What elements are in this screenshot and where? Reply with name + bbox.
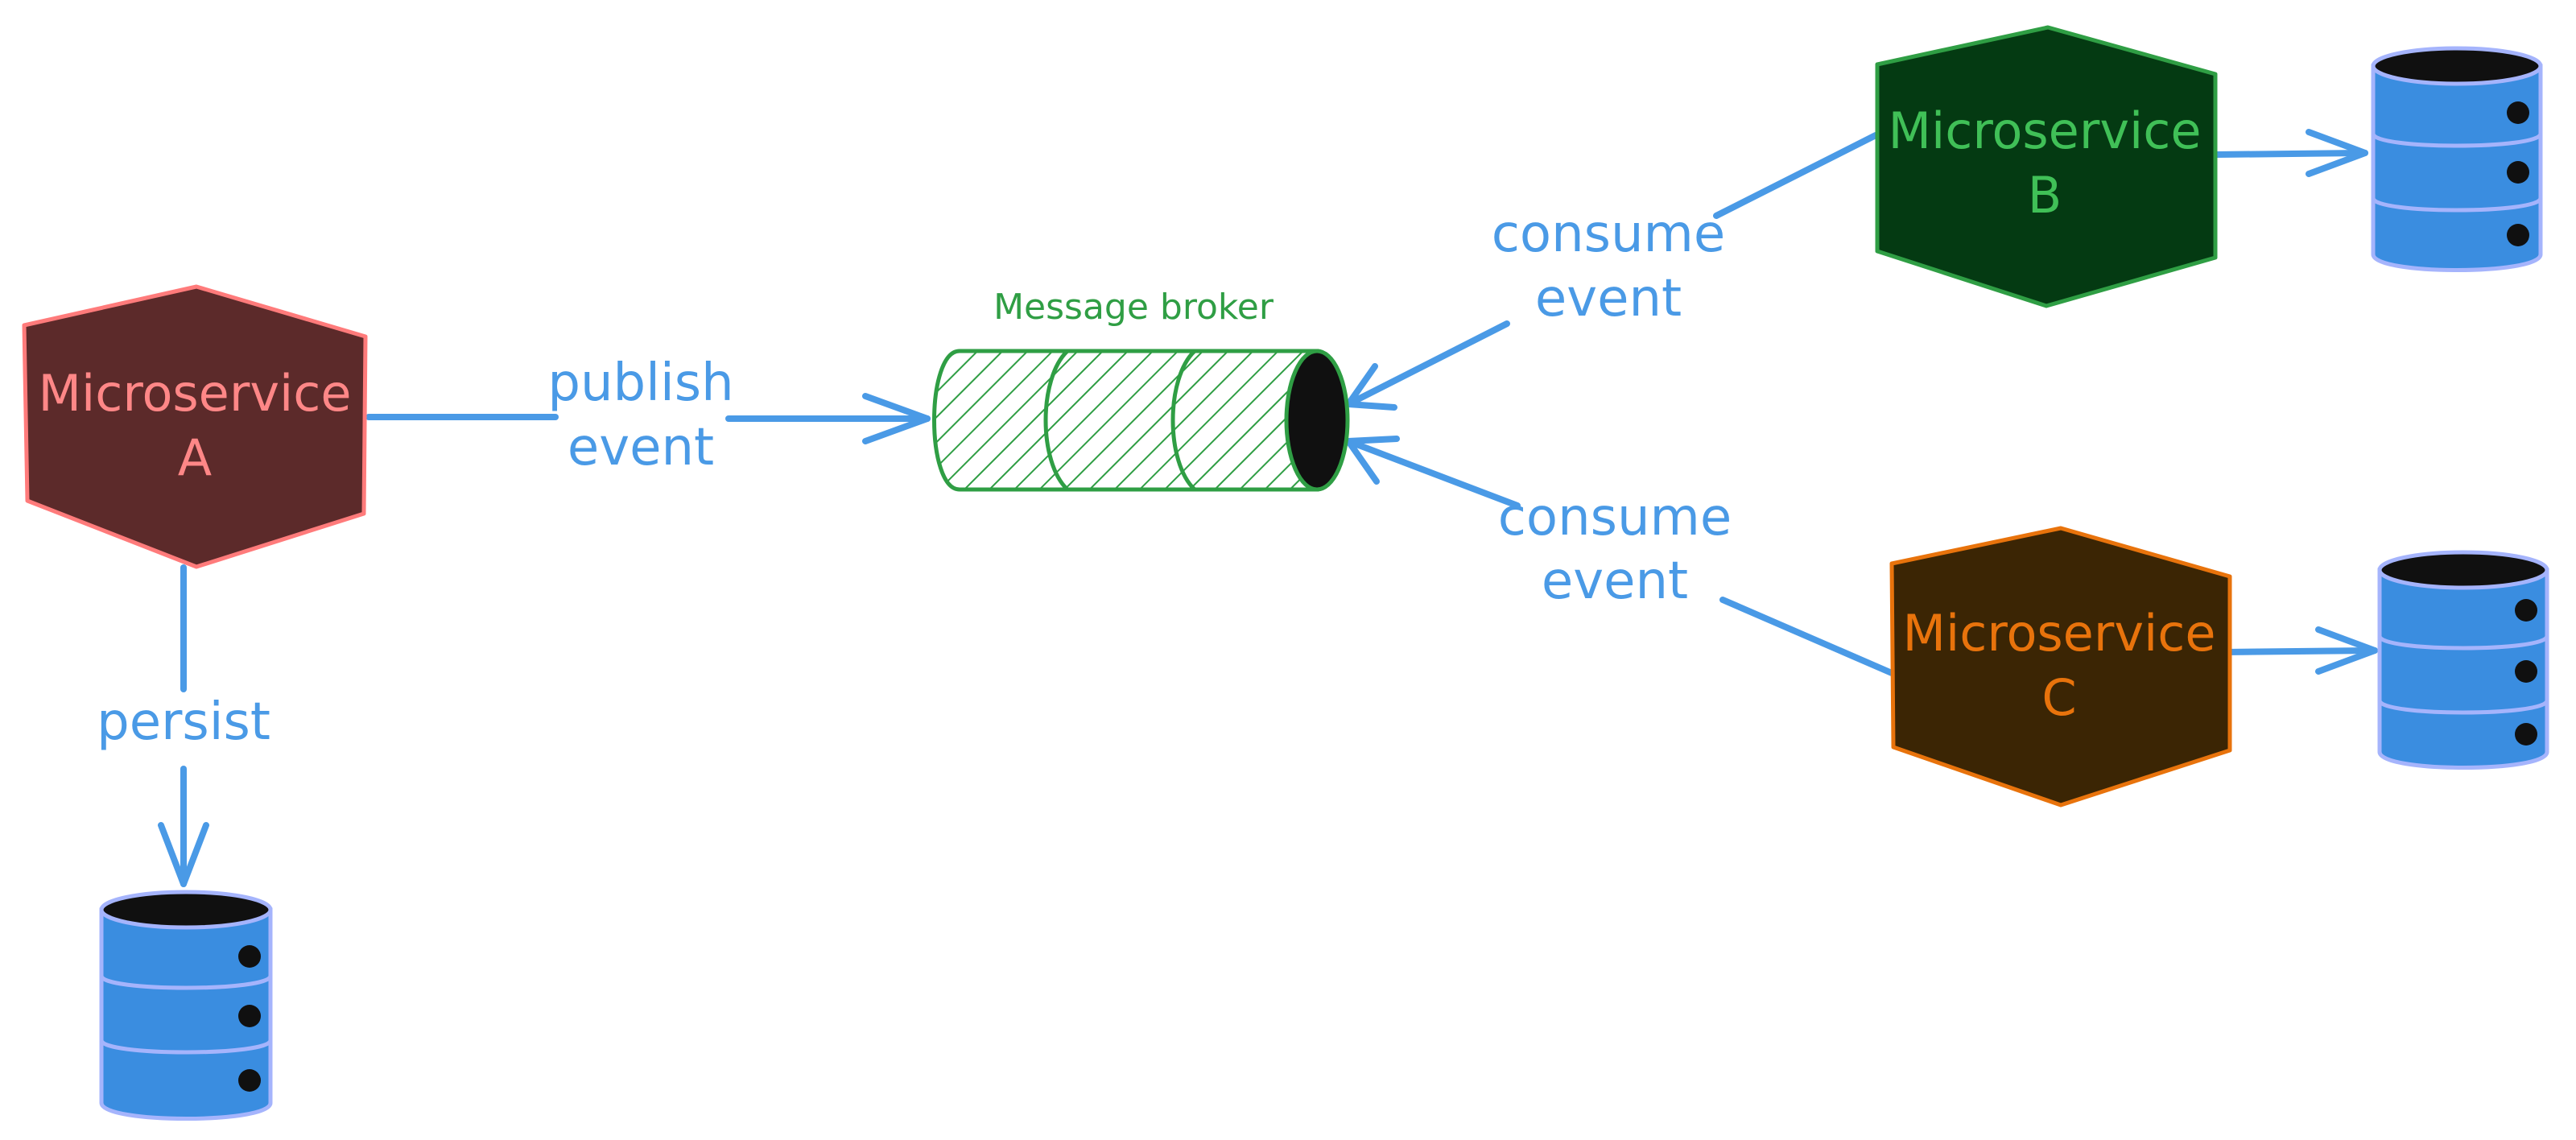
publish-event-arrow	[365, 393, 931, 444]
microservice-c-node[interactable]: Microservice C	[1889, 526, 2232, 808]
persist-arrow	[158, 564, 209, 887]
hexagon-shape	[22, 284, 368, 569]
database-icon[interactable]	[99, 890, 273, 1121]
microservice-b-label-line1: Microservice	[1889, 101, 2202, 160]
queue-cylinder-icon	[932, 349, 1350, 492]
message-broker-label: Message broker	[993, 287, 1274, 328]
microservice-a-node[interactable]: Microservice A	[22, 284, 368, 569]
consume-event-arrow-c	[1345, 436, 1895, 676]
service-c-db-arrow	[2222, 626, 2378, 675]
microservice-a-label-line2: A	[178, 428, 212, 487]
message-broker-node[interactable]: Message broker	[932, 287, 1350, 492]
microservice-c-label-line1: Microservice	[1903, 604, 2216, 663]
hexagon-shape	[1875, 25, 2218, 308]
microservice-b-node[interactable]: Microservice B	[1875, 25, 2218, 308]
consume-c-label-line1: consume	[1498, 488, 1732, 547]
database-icon[interactable]	[2377, 550, 2549, 770]
microservice-a-label-line1: Microservice	[39, 364, 352, 423]
persist-label: persist	[97, 692, 270, 752]
microservice-c-label-line2: C	[2041, 668, 2076, 727]
hexagon-shape	[1889, 526, 2232, 808]
consume-b-label-line2: event	[1535, 269, 1682, 328]
publish-label-line2: event	[568, 418, 714, 477]
service-b-db-arrow	[2214, 129, 2368, 177]
database-icon[interactable]	[2371, 46, 2543, 272]
microservice-b-label-line2: B	[2028, 166, 2062, 225]
consume-c-label-line2: event	[1542, 551, 1688, 611]
consume-b-label-line1: consume	[1492, 204, 1726, 264]
publish-label-line1: publish	[547, 353, 733, 413]
